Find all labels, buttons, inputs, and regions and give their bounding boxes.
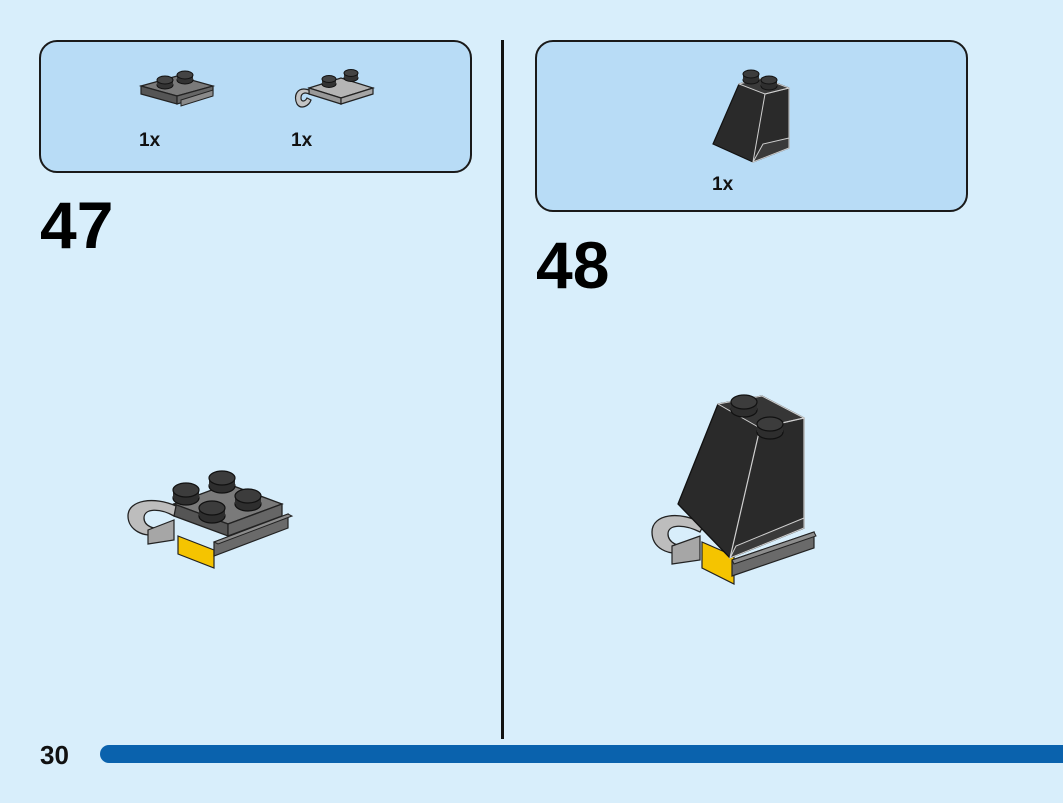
black-slope-brick-icon xyxy=(712,69,791,163)
parts-callout-step-47: 1x 1x xyxy=(39,40,472,173)
light-grey-plate-with-clip-icon xyxy=(294,69,376,108)
assembly-step-48-icon xyxy=(651,394,817,585)
parts-callout-step-48: 1x xyxy=(535,40,968,212)
part-qty-48-1: 1x xyxy=(712,174,734,195)
column-divider xyxy=(501,40,504,739)
part-qty-47-2: 1x xyxy=(291,130,313,151)
assembly-step-47-icon xyxy=(127,470,294,569)
step-number-48: 48 xyxy=(536,228,610,302)
page-progress-bar xyxy=(100,745,1063,763)
dark-grey-plate-1x2-with-rail-icon xyxy=(138,70,216,107)
step-number-47: 47 xyxy=(40,188,114,262)
page-number: 30 xyxy=(40,740,69,770)
part-qty-47-1: 1x xyxy=(139,130,161,151)
